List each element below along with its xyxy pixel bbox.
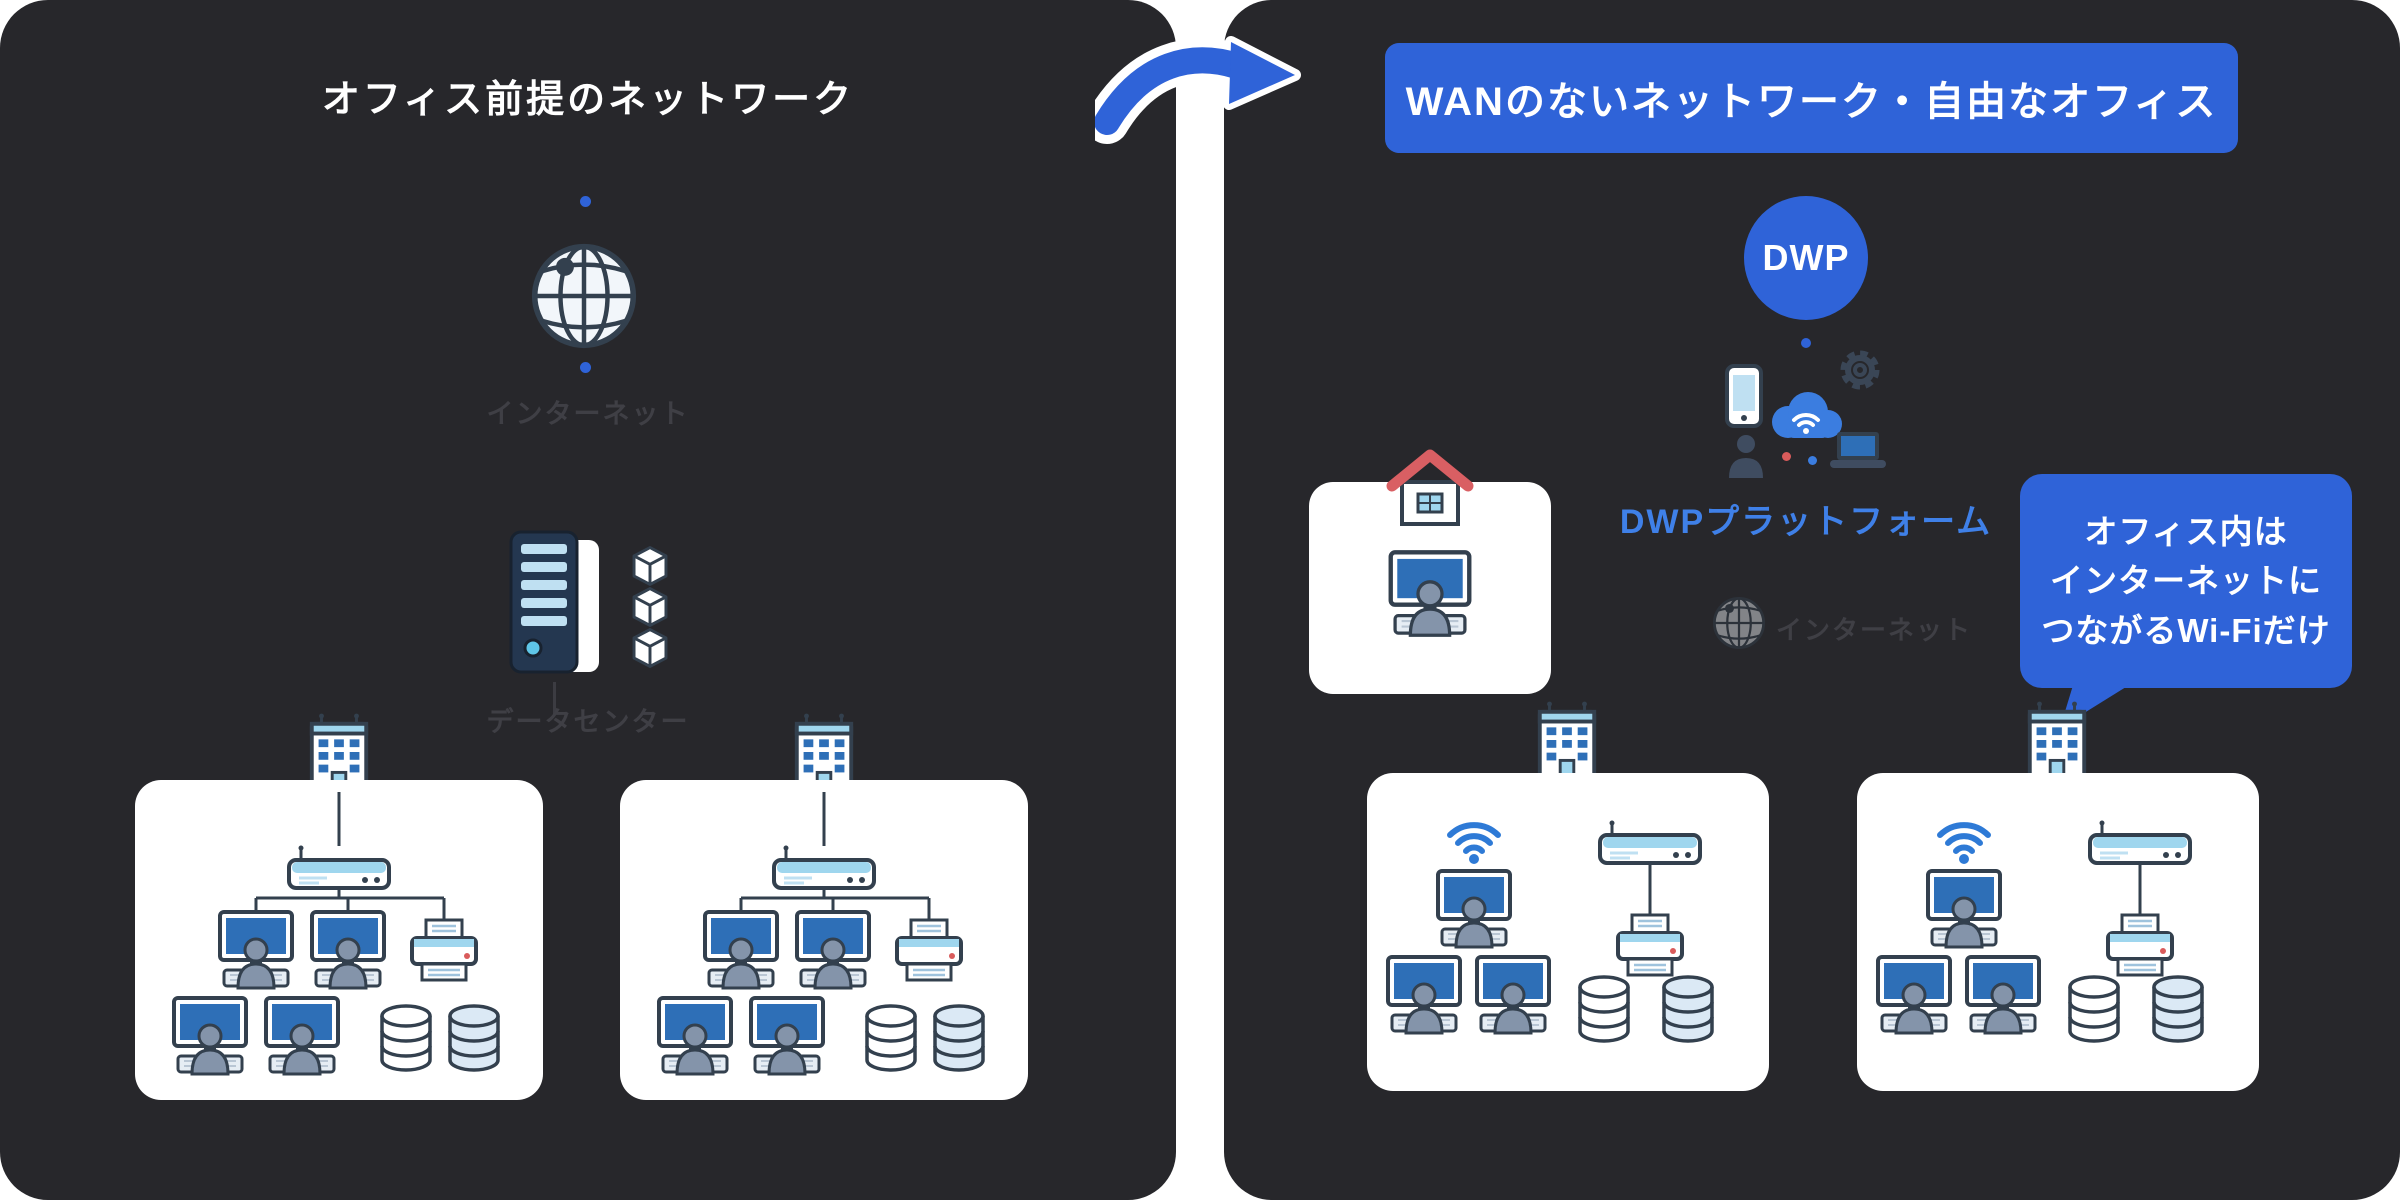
server-icon <box>505 528 605 678</box>
workstation-icon <box>651 994 739 1082</box>
router-icon <box>1598 819 1702 865</box>
left-panel-title: オフィス前提のネットワーク <box>321 79 855 121</box>
workstation-icon <box>697 908 785 996</box>
workstation-icon <box>1382 548 1478 644</box>
building-icon <box>2022 700 2092 780</box>
wifi-callout-bubble: オフィス内は インターネットに つながるWi-Fiだけ <box>2020 474 2352 688</box>
workstation-icon <box>212 908 300 996</box>
database-icon <box>863 1002 919 1074</box>
workstation-icon <box>304 908 392 996</box>
user-icon <box>1726 432 1766 478</box>
callout-line: オフィス内は <box>2084 512 2288 550</box>
panel-office-network: オフィス前提のネットワーク インターネット データセンター <box>0 0 1176 1200</box>
dwp-badge: DWP <box>1744 196 1868 320</box>
callout-line: つながるWi-Fiだけ <box>2041 611 2331 649</box>
connector-dot <box>1801 338 1811 348</box>
workstation-icon <box>789 908 877 996</box>
smartphone-icon <box>1724 363 1764 429</box>
database-icon <box>1576 973 1632 1045</box>
office-card-wireless-2 <box>1857 773 2259 1091</box>
globe-icon <box>1711 595 1767 651</box>
callout-line: インターネットに <box>2050 562 2322 600</box>
internet-label: インターネット <box>486 399 690 429</box>
panel-wanless-network: WANのないネットワーク・自由なオフィス DWP DWPプラットフォーム インタ… <box>1224 0 2400 1200</box>
workstation-icon <box>166 994 254 1082</box>
office-card-wired-1 <box>135 780 543 1100</box>
wifi-icon <box>1932 813 1996 865</box>
cube-icon <box>627 545 673 587</box>
building-icon <box>1532 700 1602 780</box>
database-icon <box>1660 973 1716 1045</box>
workstation-icon <box>258 994 346 1082</box>
house-icon <box>1382 444 1478 530</box>
printer-icon <box>408 918 480 990</box>
network-wires <box>2138 863 2142 915</box>
transition-arrow-icon <box>1095 36 1301 144</box>
server-connector-line <box>553 682 556 714</box>
database-icon <box>378 1002 434 1074</box>
right-panel-title: WANのないネットワーク・自由なオフィス <box>1385 43 2238 153</box>
router-icon <box>287 844 391 890</box>
connector-dot <box>580 362 591 373</box>
office-card-wired-2 <box>620 780 1028 1100</box>
cube-icon <box>627 627 673 669</box>
network-wires <box>739 792 931 922</box>
office-card-wireless-1 <box>1367 773 1769 1091</box>
dwp-platform-label: DWPプラットフォーム <box>1619 503 1993 541</box>
wifi-icon <box>1442 813 1506 865</box>
network-wires <box>1648 863 1652 915</box>
internet-label: インターネット <box>1776 615 1973 645</box>
workstation-icon <box>743 994 831 1082</box>
laptop-icon <box>1828 430 1888 472</box>
workstation-icon <box>1380 953 1468 1041</box>
connector-dot-red <box>1782 452 1791 461</box>
workstation-icon <box>1920 867 2008 955</box>
workstation-icon <box>1430 867 1518 955</box>
cube-icon <box>627 586 673 628</box>
network-wires <box>254 792 446 922</box>
globe-icon <box>528 240 640 352</box>
server-label: データセンター <box>486 707 690 737</box>
connector-dot-blue <box>1808 456 1817 465</box>
gear-icon <box>1836 346 1884 394</box>
router-icon <box>2088 819 2192 865</box>
database-icon <box>931 1002 987 1074</box>
workstation-icon <box>1959 953 2047 1041</box>
connector-dot <box>580 196 591 207</box>
workstation-icon <box>1469 953 1557 1041</box>
workstation-icon <box>1870 953 1958 1041</box>
database-icon <box>2150 973 2206 1045</box>
printer-icon <box>893 918 965 990</box>
router-icon <box>772 844 876 890</box>
database-icon <box>2066 973 2122 1045</box>
database-icon <box>446 1002 502 1074</box>
